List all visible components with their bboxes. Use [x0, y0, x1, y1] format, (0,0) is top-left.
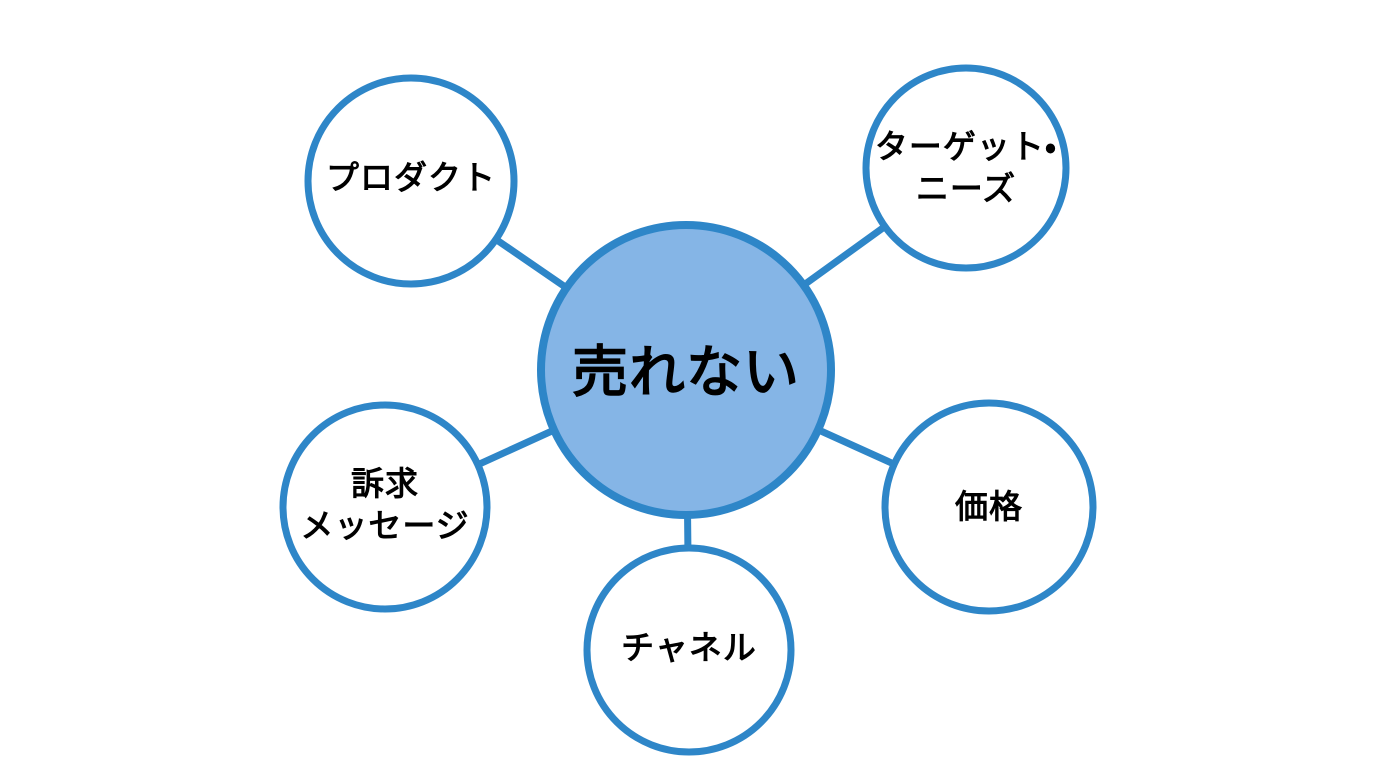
node-product-label: プロダクト	[326, 157, 496, 197]
node-target-needs-circle	[862, 64, 1070, 272]
node-product-circle	[304, 74, 518, 288]
node-appeal-message-label: 訴求 メッセージ	[300, 463, 470, 545]
central-node-circle	[537, 221, 835, 519]
central-node-label: 売れない	[572, 340, 800, 406]
node-channel-label: チャネル	[621, 627, 757, 667]
node-channel-circle	[583, 544, 795, 756]
node-price-circle	[881, 399, 1097, 615]
node-price-label: 価格	[955, 486, 1023, 526]
node-target-needs-label: ターゲット・ ニーズ	[874, 126, 1058, 208]
node-appeal-message-circle	[279, 401, 491, 613]
